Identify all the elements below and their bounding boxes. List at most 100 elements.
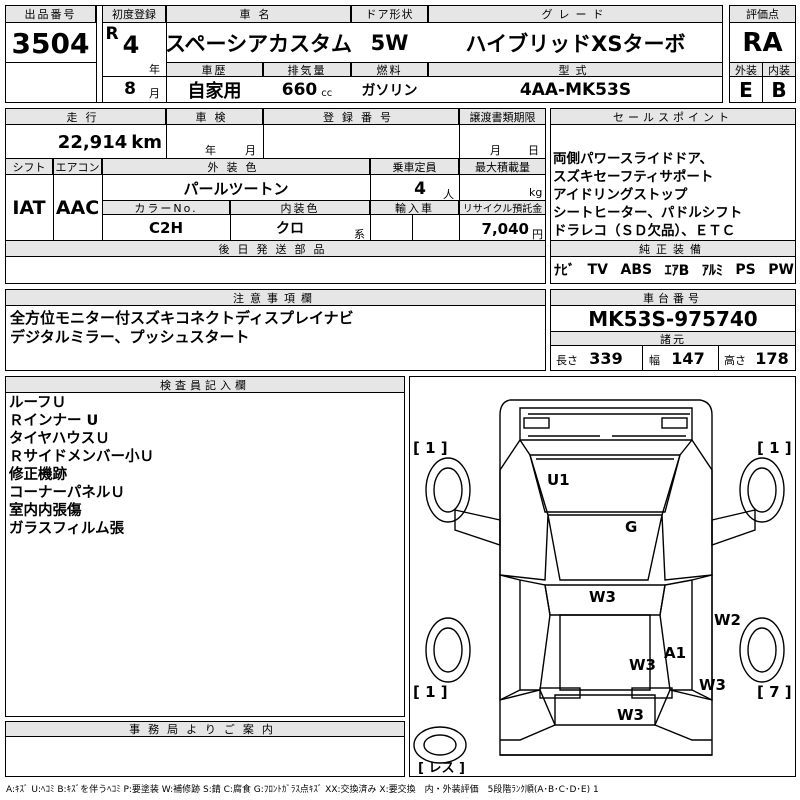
sales-point-item: ドラレコ（ＳＤ欠品）、ＥＴＣ [553, 223, 736, 239]
transfer-month-unit: 月 [490, 144, 501, 157]
sales-point-item: スズキセーフティサポート [553, 169, 714, 185]
divider [166, 108, 167, 159]
inspector-label: 検査員記入欄 [5, 376, 405, 393]
car-name-label: 車名 [166, 5, 351, 23]
interior-color-label: 内装色 [230, 200, 370, 215]
later-parts-label: 後日発送部品 [5, 240, 546, 257]
exterior-color: パールツートン [183, 179, 289, 198]
ac: AAC [55, 197, 100, 219]
shift: IAT [12, 197, 46, 219]
divider [96, 5, 97, 103]
inspector-note-line: タイヤハウスＵ [9, 431, 110, 447]
plate-label: 登録番号 [263, 108, 459, 125]
model-label: 型式 [428, 62, 723, 77]
divider [718, 346, 719, 371]
capacity-unit: 人 [443, 188, 454, 201]
divider [102, 76, 166, 77]
exterior-label: 外装 [729, 62, 763, 77]
first-reg-label: 初度登録 [102, 5, 166, 23]
divider [230, 200, 231, 241]
exterior-grade: E [739, 78, 753, 102]
lot-number: 3504 [11, 26, 90, 60]
equipment-label: 純正装備 [550, 240, 796, 257]
inspector-note-line: Ｒサイドメンバー小Ｕ [9, 449, 154, 465]
score: RA [742, 28, 783, 58]
damage-mark-glass: G [625, 518, 638, 536]
grade: ハイブリッドXSターボ [465, 32, 686, 56]
color-no: C2H [149, 219, 183, 237]
divider [412, 215, 413, 241]
history: 自家用 [187, 81, 242, 102]
capacity-label: 乗車定員 [370, 158, 459, 175]
transfer-label: 譲渡書類期限 [459, 108, 546, 125]
displacement-label: 排気量 [263, 62, 351, 77]
sales-point-item: 両側パワースライドドア、 [553, 151, 713, 167]
car-outline-diagram [413, 399, 785, 764]
equipment-item: TV [587, 262, 608, 278]
recycle-fee: 7,040 [481, 220, 529, 238]
divider [53, 158, 54, 241]
lot-label: 出品番号 [5, 5, 96, 23]
sales-point-label: セールスポイント [550, 108, 796, 125]
notes-text: 全方位モニター付スズキコネクトディスプレイナビデジタルミラー、プッシュスタート [10, 309, 354, 347]
divider [102, 158, 103, 241]
mileage-unit: km [131, 131, 162, 153]
inspector-note-line: ルーフＵ [9, 395, 67, 411]
divider [459, 158, 460, 241]
equipment-item: ﾅﾋﾞ [554, 263, 575, 279]
first-reg-era: R [105, 24, 119, 44]
divider [5, 62, 96, 63]
sales-point-item: アイドリングストップ [553, 187, 688, 203]
door-label: ドア形状 [351, 5, 428, 23]
interior-grade: B [771, 78, 787, 102]
mileage: 22,914 km [5, 125, 166, 159]
no-key-label: [ レス ] [418, 761, 465, 776]
mileage-value: 22,914 [57, 131, 128, 153]
door-type: 5W [370, 31, 409, 55]
interior-color: クロ [276, 221, 304, 237]
capacity: 4 [414, 179, 426, 199]
inspector-note-line: ガラスフィルム張 [9, 521, 125, 537]
damage-mark-rear-bumper: W3 [617, 706, 644, 724]
bracket-top-left: [ 1 ] [413, 439, 448, 457]
width-label: 幅 [649, 354, 660, 367]
year-unit: 年 [149, 63, 160, 76]
mileage-label: 走行 [5, 108, 166, 125]
divider [459, 108, 460, 159]
inspector-note-line: 室内内張傷 [9, 503, 82, 519]
note-line: 全方位モニター付スズキコネクトディスプレイナビ [10, 309, 354, 327]
chassis-number: MK53S-975740 [588, 307, 758, 331]
import-label: 輸入車 [370, 200, 459, 215]
load-label: 最大積載量 [459, 158, 546, 175]
divider [762, 77, 763, 103]
color-label: 外装色 [102, 158, 370, 175]
length-label: 長さ [556, 354, 578, 367]
transfer-day-unit: 日 [528, 144, 539, 157]
damage-mark-roof: U1 [547, 471, 570, 489]
score-label: 評価点 [729, 5, 796, 23]
bracket-bottom-right: [ 7 ] [757, 683, 792, 701]
inspector-note-line: コーナーパネルＵ [9, 485, 125, 501]
divider [166, 5, 167, 103]
grade-label: グレード [428, 5, 723, 23]
legend: A:ｷｽﾞ U:ﾍｺﾐ B:ｷｽﾞを伴うﾍｺﾐ P:要塗装 W:補修跡 S:錆 … [6, 785, 599, 795]
interior-label: 内装 [762, 62, 796, 77]
length: 339 [589, 348, 623, 368]
first-reg-year: 4 [122, 31, 140, 59]
divider [263, 108, 264, 159]
equipment-item: ｱﾙﾐ [701, 263, 723, 279]
equipment-item: PW [768, 262, 794, 278]
car-name: スペーシアカスタム [164, 32, 353, 56]
color-no-label: カラーNo. [102, 200, 230, 215]
inspection-label: 車検 [166, 108, 263, 125]
divider [102, 5, 103, 103]
inspection-month-unit: 月 [245, 144, 256, 157]
sales-point-item: シートヒーター、パドルシフト [553, 205, 743, 221]
equipment-item: ABS [620, 262, 653, 278]
damage-diagram-block [409, 376, 796, 777]
shift-label: シフト [5, 158, 53, 175]
history-label: 車歴 [166, 62, 263, 77]
first-reg-month: 8 [124, 79, 136, 99]
